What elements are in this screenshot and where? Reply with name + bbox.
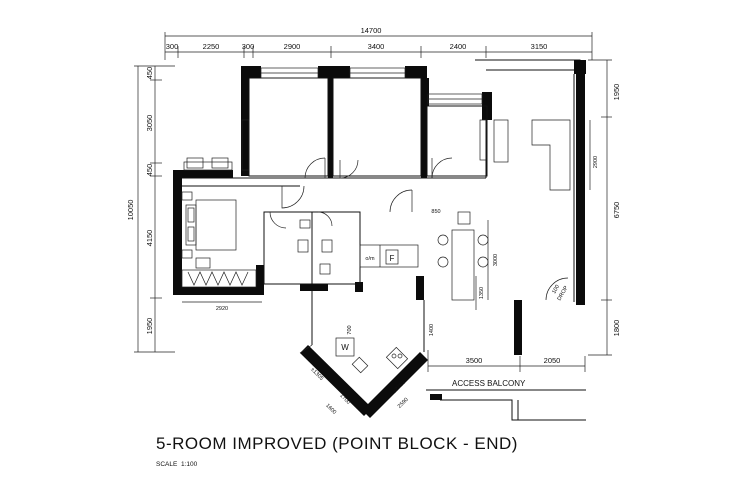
dim-2590: 2590 [397,397,410,410]
sofa [531,119,571,191]
scale-label: SCALE [156,461,178,468]
dim-bottom-seg-1: 3500 [466,356,483,365]
right-dimensions: 1950 6750 1800 [588,59,621,356]
dim-3000: 3000 [493,254,499,266]
dim-700: 700 [347,325,353,334]
dim-850: 850 [431,209,440,215]
dim-top-seg-3: 300 [242,42,255,51]
plan-title: 5-ROOM IMPROVED (POINT BLOCK - END) [156,434,518,453]
toilet [297,239,309,253]
dim-left-seg-3: 450 [145,164,154,177]
dim-1400: 1400 [429,324,435,336]
dim-overall-height: 10050 [126,200,135,221]
dim-left-seg-5: 1950 [145,318,154,335]
plan-labels: F o/m W ACCESS BALCONY 100 DROP [341,254,570,388]
dim-overall-width: 14700 [361,26,382,35]
access-balcony-label: ACCESS BALCONY [452,379,526,388]
dim-top-seg-1: 300 [166,42,179,51]
oven-microwave-label: o/m [365,256,375,262]
dim-top-seg-7: 3150 [531,42,548,51]
dim-bottom-seg-2: 2050 [544,356,561,365]
doors [269,157,569,301]
dim-1600: 1600 [324,403,337,416]
dim-1350: 1350 [479,287,485,299]
dim-right-seg-1: 1950 [612,84,621,101]
drop-number: 100 [551,284,561,295]
washer-label: W [341,343,349,352]
dining-table [451,229,475,301]
fridge-label: F [390,254,395,263]
bottom-dimensions: 3500 2050 [427,350,586,372]
toilet [321,239,333,253]
furniture [181,119,571,374]
left-dimensions: 10050 450 3050 450 4150 1950 [126,65,175,353]
dim-top-seg-2: 2250 [203,42,220,51]
top-dimensions: 14700 300 2250 300 2900 3400 2400 3150 [164,26,593,60]
dim-left-seg-1: 450 [145,67,154,80]
dim-bedroom-width: 2920 [216,306,228,312]
windows [183,67,483,171]
dim-top-seg-4: 2900 [284,42,301,51]
washer [335,337,355,357]
wardrobe [181,269,257,288]
fridge [385,249,399,265]
dim-right-seg-3: 1800 [612,320,621,337]
exterior-walls [173,59,586,418]
interior-lines [182,77,586,421]
dim-right-seg-2: 6750 [612,202,621,219]
dim-top-seg-5: 3400 [368,42,385,51]
bed [195,199,237,251]
dim-2900: 2900 [593,156,599,168]
dim-left-seg-2: 3050 [145,115,154,132]
dim-left-seg-4: 4150 [145,230,154,247]
scale-value: 1:100 [181,461,198,468]
dim-top-seg-6: 2400 [450,42,467,51]
